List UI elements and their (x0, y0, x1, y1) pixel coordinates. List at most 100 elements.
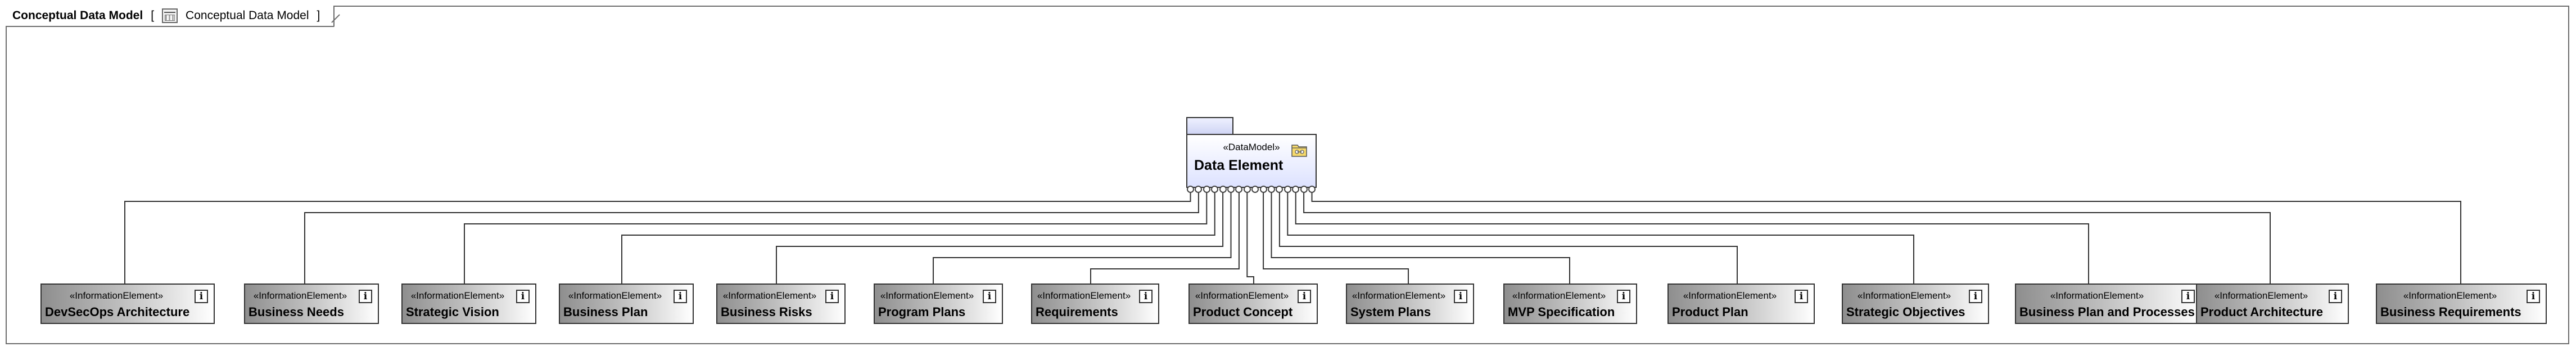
data-model-stereotype: «DataModel» (1223, 142, 1280, 152)
info-icon: i (359, 290, 372, 303)
connector-line[interactable] (1271, 193, 1570, 284)
connector-line[interactable] (933, 193, 1232, 284)
bracket-open: [ (151, 9, 155, 22)
port[interactable] (1292, 186, 1300, 193)
info-icon: i (983, 290, 996, 303)
element-stereotype: «InformationElement» (253, 290, 347, 301)
port[interactable] (1195, 186, 1203, 193)
info-icon: i (1969, 290, 1982, 303)
diagram-reference[interactable]: Conceptual Data Model (186, 9, 309, 22)
element-stereotype: «InformationElement» (722, 290, 817, 301)
connector-line[interactable] (1246, 193, 1254, 284)
info-icon: i (2527, 290, 2540, 303)
port[interactable] (1219, 186, 1227, 193)
port[interactable] (1276, 186, 1284, 193)
info-icon: i (1795, 290, 1808, 303)
info-icon: i (1454, 290, 1467, 303)
port[interactable] (1203, 186, 1210, 193)
data-model-name: Data Element (1194, 158, 1284, 173)
diagram-title: Conceptual Data Model (12, 9, 143, 22)
port[interactable] (1259, 186, 1267, 193)
element-name: Strategic Vision (406, 305, 499, 319)
element-stereotype: «InformationElement» (568, 290, 662, 301)
info-icon: i (1617, 290, 1630, 303)
info-icon: i (195, 290, 208, 303)
info-icon: i (825, 290, 839, 303)
element-name: Business Plan (563, 305, 648, 319)
element-name: DevSecOps Architecture (45, 305, 190, 319)
connector-line[interactable] (464, 193, 1208, 284)
diagram-icon (162, 8, 178, 23)
port[interactable] (1284, 186, 1291, 193)
element-stereotype: «InformationElement» (69, 290, 164, 301)
port[interactable] (1268, 186, 1275, 193)
port[interactable] (1187, 186, 1194, 193)
connector-line[interactable] (1090, 193, 1240, 284)
bracket-close: ] (317, 9, 320, 22)
connector-line[interactable] (1295, 193, 2089, 284)
connector-line[interactable] (1311, 193, 2461, 284)
element-stereotype: «InformationElement» (2050, 290, 2144, 301)
port[interactable] (1300, 186, 1308, 193)
info-icon: i (516, 290, 530, 303)
element-stereotype: «InformationElement» (1352, 290, 1446, 301)
port[interactable] (1211, 186, 1219, 193)
connector-line[interactable] (776, 193, 1224, 284)
element-name: Business Plan and Processes (2019, 305, 2195, 319)
element-name: MVP Specification (1508, 305, 1615, 319)
port[interactable] (1308, 186, 1316, 193)
port[interactable] (1251, 186, 1259, 193)
element-name: System Plans (1350, 305, 1431, 319)
element-stereotype: «InformationElement» (1195, 290, 1289, 301)
package-folder-icon (1291, 145, 1307, 157)
element-stereotype: «InformationElement» (2214, 290, 2308, 301)
element-name: Product Plan (1672, 305, 1748, 319)
info-icon: i (674, 290, 687, 303)
port[interactable] (1235, 186, 1243, 193)
element-stereotype: «InformationElement» (1512, 290, 1606, 301)
data-model-data-element[interactable]: «DataModel» Data Element (1186, 134, 1317, 188)
element-name: Product Concept (1193, 305, 1293, 319)
info-icon: i (1298, 290, 1311, 303)
port[interactable] (1243, 186, 1251, 193)
element-stereotype: «InformationElement» (1683, 290, 1777, 301)
element-name: Strategic Objectives (1846, 305, 1965, 319)
element-name: Requirements (1036, 305, 1118, 319)
element-stereotype: «InformationElement» (1857, 290, 1951, 301)
connector-line[interactable] (1303, 193, 2271, 284)
connector-line[interactable] (304, 193, 1199, 284)
data-model-tab (1186, 117, 1233, 135)
connector-line[interactable] (621, 193, 1215, 284)
info-icon: i (1139, 290, 1153, 303)
element-name: Business Needs (248, 305, 344, 319)
element-stereotype: «InformationElement» (880, 290, 974, 301)
element-name: Business Requirements (2380, 305, 2521, 319)
element-name: Program Plans (878, 305, 966, 319)
element-name: Product Architecture (2200, 305, 2324, 319)
info-icon: i (2329, 290, 2342, 303)
info-icon: i (2181, 290, 2195, 303)
connector-line[interactable] (1278, 193, 1738, 284)
connector-line[interactable] (124, 193, 1191, 284)
port[interactable] (1227, 186, 1235, 193)
connector-line[interactable] (1263, 193, 1409, 284)
element-stereotype: «InformationElement» (2403, 290, 2497, 301)
connector-line[interactable] (1287, 193, 1914, 284)
element-name: Business Risks (721, 305, 812, 319)
